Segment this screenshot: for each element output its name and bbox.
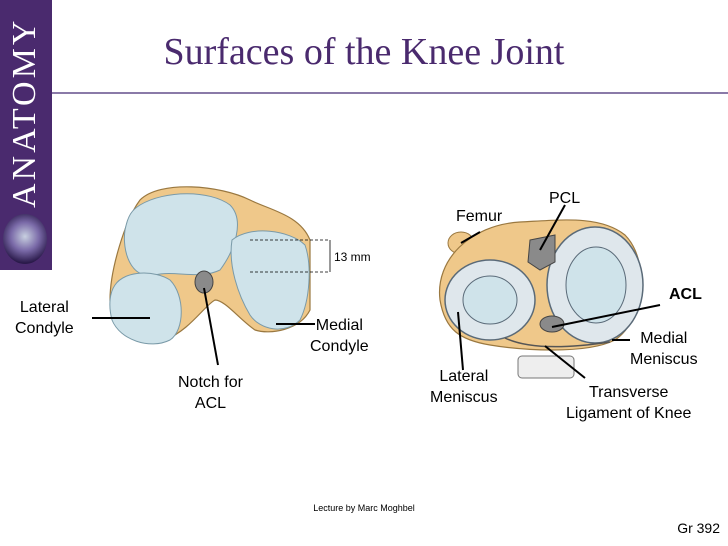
label-line: Lateral [439,368,489,385]
slide-title: Surfaces of the Knee Joint [163,31,565,73]
label-line: Medial [315,317,363,334]
medial-condyle-label: Medial Condyle [310,315,369,357]
label-line: Medial [640,330,688,347]
transverse-ligament-label: Transverse Ligament of Knee [566,382,691,424]
lateral-condyle-label: Lateral Condyle [15,297,74,339]
reference-number: Gr 392 [677,520,720,536]
femur-distal-illustration [92,186,331,366]
label-line: Meniscus [630,351,698,368]
tibial-plateau-illustration [438,204,661,379]
label-line: Meniscus [430,389,498,406]
lecture-footer: Lecture by Marc Moghbel [313,503,415,513]
acl-label: ACL [669,286,702,303]
label-line: ACL [194,395,227,412]
title-divider [52,92,728,94]
label-line: Condyle [310,338,369,355]
femur-label: Femur [456,208,503,225]
label-line: Transverse [588,384,669,401]
label-line: Condyle [15,320,74,337]
label-line: Lateral [19,299,69,316]
medial-meniscus-label: Medial Meniscus [630,328,698,370]
measurement-label: 13 mm [334,250,371,264]
side-banner: ANATOMY [0,0,52,270]
pcl-label: PCL [549,190,581,207]
label-line: Ligament of Knee [566,405,692,422]
notch-for-acl-label: Notch for ACL [178,372,243,414]
label-line: Notch for [178,374,243,391]
crest-icon [3,214,47,264]
lateral-meniscus-label: Lateral Meniscus [430,366,498,408]
